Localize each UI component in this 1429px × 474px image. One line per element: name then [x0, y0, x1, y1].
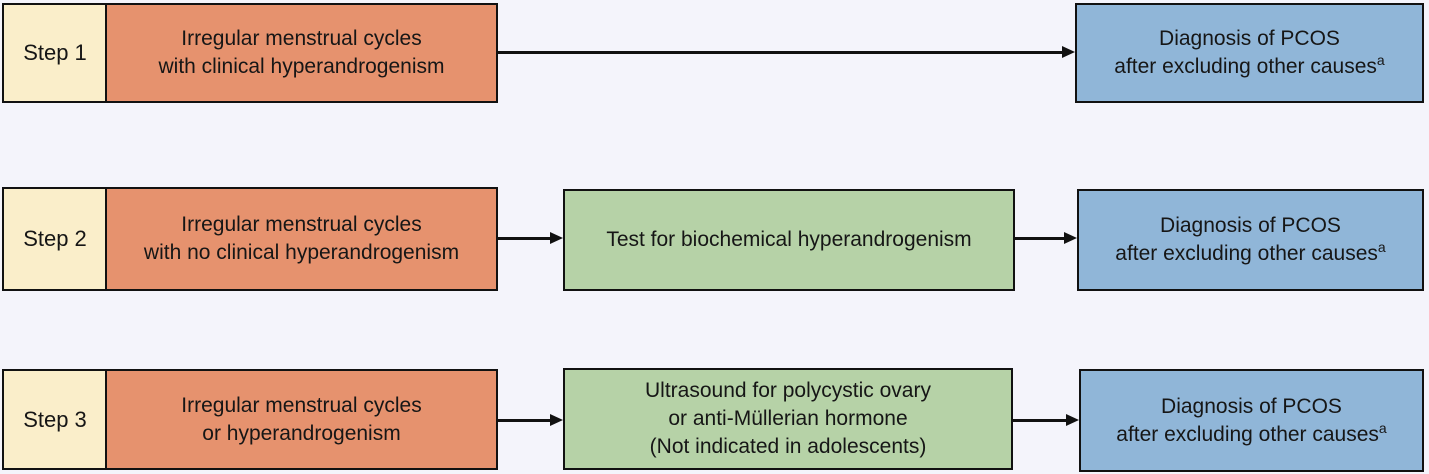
test-line: Test for biochemical hyperandrogenism [606, 228, 972, 251]
step-label: Step 1 [23, 40, 87, 65]
footnote-marker: a [1376, 52, 1385, 68]
condition-line: Irregular menstrual cycles [181, 27, 422, 50]
test-line: or anti-Müllerian hormone [668, 407, 908, 430]
diagnosis-box: Diagnosis of PCOS after excluding other … [1079, 369, 1424, 472]
arrow-test-to-diagnosis [1015, 236, 1064, 240]
diagnosis-line-text: after excluding other causes [1115, 242, 1378, 265]
test-line: Ultrasound for polycystic ovary [645, 379, 931, 402]
step-label-box: Step 1 [2, 3, 108, 103]
diagnosis-line: Diagnosis of PCOS [1160, 214, 1341, 237]
condition-line: Irregular menstrual cycles [181, 393, 422, 417]
test-line: (Not indicated in adolescents) [649, 435, 927, 458]
condition-line: with clinical hyperandrogenism [158, 55, 445, 78]
arrow-condition-to-test [498, 236, 550, 240]
condition-box: Irregular menstrual cycles with clinical… [105, 3, 498, 103]
diagnosis-line: after excluding other causesa [1115, 240, 1385, 268]
step-label-box: Step 3 [2, 369, 108, 470]
condition-line: Irregular menstrual cycles [181, 213, 422, 236]
condition-box: Irregular menstrual cycles with no clini… [105, 187, 498, 291]
condition-line: or hyperandrogenism [202, 421, 401, 445]
diagnosis-box: Diagnosis of PCOS after excluding other … [1075, 3, 1424, 103]
diagnosis-line: Diagnosis of PCOS [1159, 27, 1340, 50]
arrow-test-to-diagnosis [1013, 418, 1066, 422]
arrow-condition-to-test [498, 418, 550, 422]
condition-box: Irregular menstrual cycles or hyperandro… [105, 369, 498, 470]
footnote-marker: a [1377, 239, 1386, 255]
condition-line: with no clinical hyperandrogenism [143, 241, 460, 264]
step-label-box: Step 2 [2, 187, 108, 291]
test-box: Ultrasound for polycystic ovary or anti-… [563, 368, 1013, 470]
diagnosis-line-text: after excluding other causes [1114, 55, 1377, 78]
step-label: Step 2 [23, 226, 87, 251]
step-label: Step 3 [23, 406, 87, 432]
diagnosis-line: after excluding other causesa [1114, 53, 1384, 81]
diagnosis-line-text: after excluding other causes [1116, 422, 1379, 446]
diagnosis-line: after excluding other causesa [1116, 421, 1386, 449]
diagnosis-box: Diagnosis of PCOS after excluding other … [1077, 189, 1424, 291]
footnote-marker: a [1378, 419, 1387, 436]
arrow-condition-to-diagnosis [498, 50, 1062, 54]
test-box: Test for biochemical hyperandrogenism [563, 189, 1015, 291]
diagnosis-line: Diagnosis of PCOS [1161, 394, 1342, 418]
